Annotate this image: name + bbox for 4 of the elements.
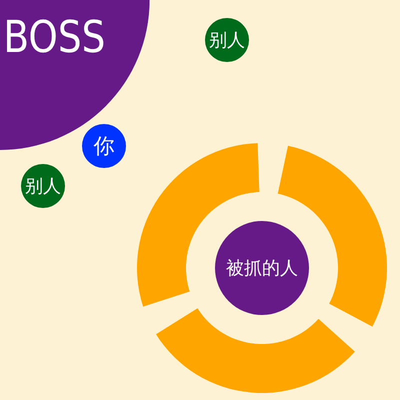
person-circle: 你 <box>82 124 126 168</box>
person-circle: 被抓的人 <box>215 221 309 315</box>
person-circle: 别人 <box>21 164 65 208</box>
person-circle: 别人 <box>205 18 249 62</box>
